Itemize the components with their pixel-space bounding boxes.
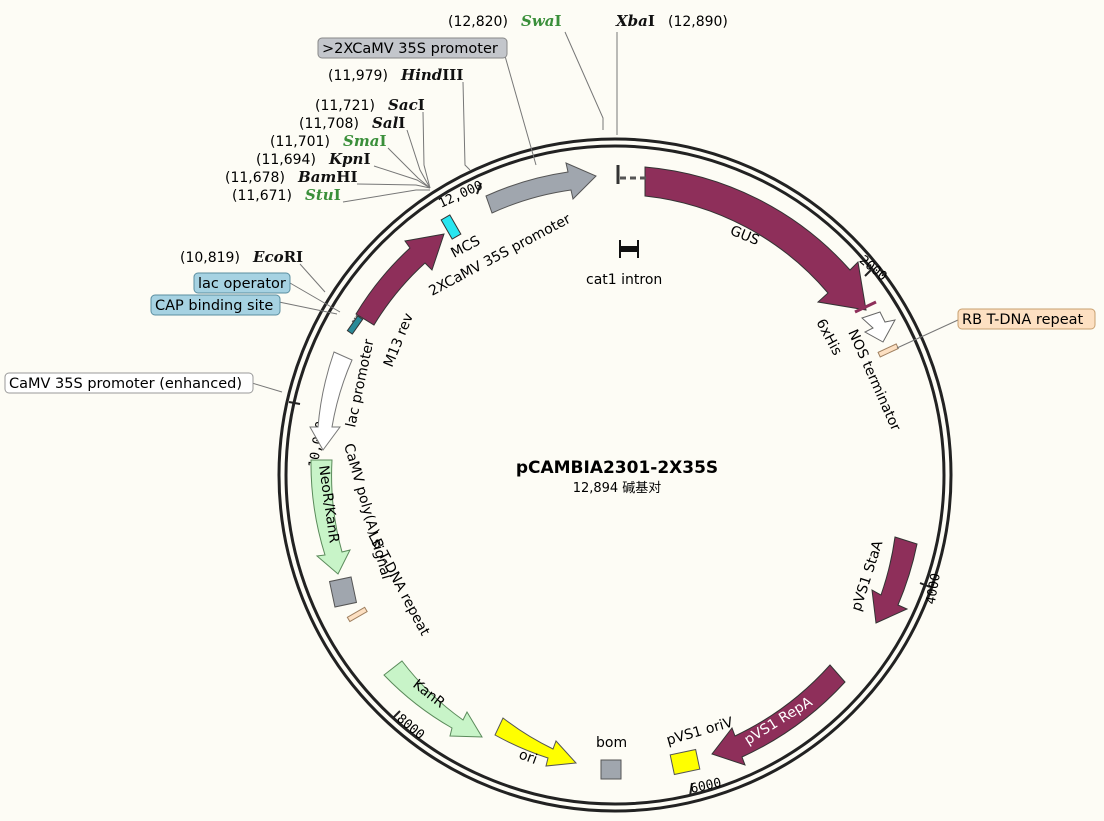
mcs-box[interactable] xyxy=(440,214,462,240)
ori-label: ori xyxy=(517,747,540,768)
cat1-intron-label: cat1 intron xyxy=(586,272,662,288)
plasmid-backbone xyxy=(277,137,953,813)
tick-label-4000: 4000 xyxy=(924,572,944,605)
kanr-arrow[interactable] xyxy=(383,660,483,738)
polya-box[interactable] xyxy=(328,576,358,608)
site-saci[interactable]: (11,721) SacI xyxy=(315,95,425,114)
ori-arrow[interactable] xyxy=(494,717,578,767)
his-tag-mark[interactable] xyxy=(854,300,877,314)
lb-repeat-mark[interactable] xyxy=(346,606,368,623)
pvs1-repa-arrow[interactable] xyxy=(711,664,846,766)
bom-label: bom xyxy=(596,735,627,751)
his-tag-label: 6xHis xyxy=(812,316,844,358)
callout-lac-operator[interactable]: lac operator xyxy=(193,272,291,294)
nos-terminator-arrow[interactable] xyxy=(861,311,896,343)
tick-label-6000: 6000 xyxy=(689,776,723,797)
lac-promoter-arrow[interactable] xyxy=(309,351,353,451)
svg-text:lac operator: lac operator xyxy=(198,276,286,292)
site-ecori[interactable]: (10,819) EcoRI xyxy=(180,247,303,266)
cap-site-mark[interactable] xyxy=(346,315,364,335)
site-hindiii[interactable]: (11,979) HindIII xyxy=(328,65,463,84)
nos-terminator-label: NOS terminator xyxy=(844,327,903,434)
leader-lines xyxy=(251,31,959,393)
callout-promoter-top[interactable]: >2XCaMV 35S promoter xyxy=(317,37,508,59)
scale-ticks xyxy=(288,182,931,797)
callout-rb-repeat[interactable]: RB T-DNA repeat xyxy=(957,308,1096,330)
lac-promoter-label: lac promoter xyxy=(343,338,377,429)
site-xbai[interactable]: XbaI (12,890) xyxy=(615,11,728,30)
site-smai[interactable]: (11,701) SmaI xyxy=(270,131,386,150)
callout-camv-enhanced[interactable]: CaMV 35S promoter (enhanced) xyxy=(4,372,254,394)
site-stui[interactable]: (11,671) StuI xyxy=(232,185,341,204)
bom-box[interactable] xyxy=(600,759,622,780)
tick-label-8000: 8000 xyxy=(393,711,427,743)
plasmid-length: 12,894 碱基对 xyxy=(573,481,662,496)
callout-cap-site[interactable]: CAP binding site xyxy=(150,294,281,316)
svg-text:CaMV 35S promoter (enhanced): CaMV 35S promoter (enhanced) xyxy=(9,376,242,392)
m13-rev-label: M13 rev xyxy=(381,311,417,370)
site-sali[interactable]: (11,708) SalI xyxy=(299,113,405,132)
svg-text:>2XCaMV 35S promoter: >2XCaMV 35S promoter xyxy=(322,41,498,57)
site-kpni[interactable]: (11,694) KpnI xyxy=(256,149,370,168)
pvs1-staa-arrow[interactable] xyxy=(871,536,918,624)
svg-text:CAP binding site: CAP binding site xyxy=(155,298,273,314)
site-bamhi[interactable]: (11,678) BamHI xyxy=(225,167,358,186)
pvs1-oriv-box[interactable] xyxy=(669,748,701,776)
promoter-2x-arrow[interactable] xyxy=(485,162,597,214)
plasmid-name: pCAMBIA2301-2X35S xyxy=(516,458,718,478)
promoter-purple-arrow[interactable] xyxy=(355,233,445,326)
cat1-intron-marker[interactable] xyxy=(619,240,639,258)
rb-repeat-mark[interactable] xyxy=(877,343,899,358)
polya-label: CaMV poly(A) signal xyxy=(340,442,394,581)
pvs1-repa-label: pVS1 RepA xyxy=(742,694,816,749)
restriction-site-labels: (12,820) SwaI XbaI (12,890) (11,979) Hin… xyxy=(180,11,728,266)
gus-arrow[interactable] xyxy=(644,166,867,311)
svg-text:RB T-DNA repeat: RB T-DNA repeat xyxy=(962,312,1084,328)
neor-arrow[interactable] xyxy=(310,459,351,575)
site-swai[interactable]: (12,820) SwaI xyxy=(448,11,562,30)
